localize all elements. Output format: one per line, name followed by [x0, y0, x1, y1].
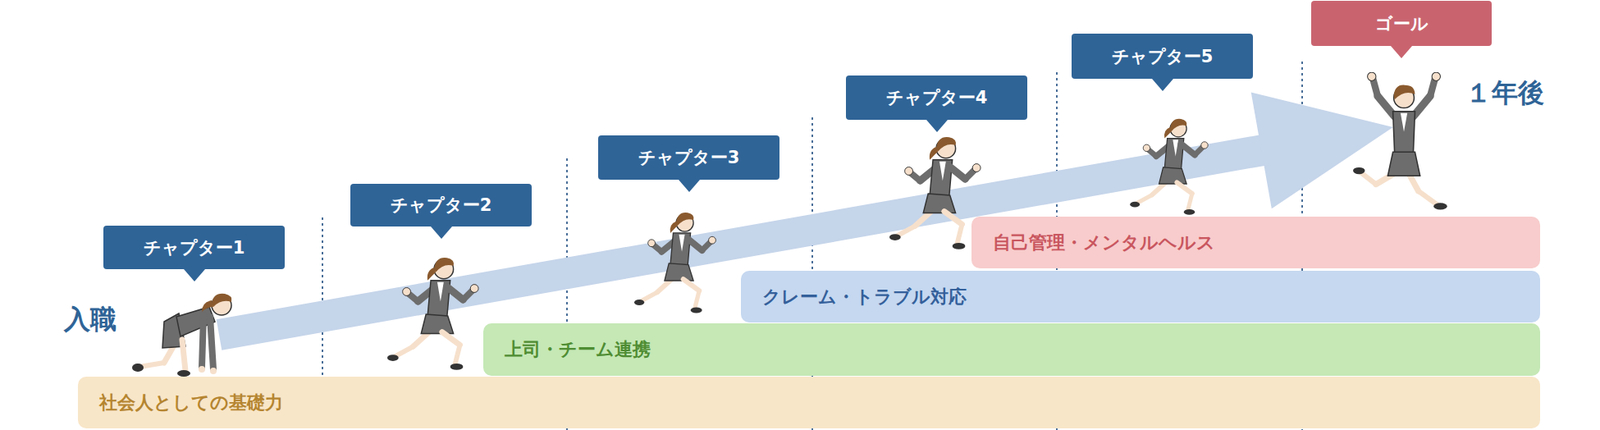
chapter-callout: チャプター5	[1071, 33, 1253, 79]
end-label: １年後	[1465, 75, 1545, 112]
callout-label: チャプター4	[886, 86, 988, 110]
band-label: 上司・チーム連携	[504, 337, 651, 362]
callout-pointer	[1152, 78, 1174, 92]
chapter-callout: チャプター2	[350, 183, 532, 227]
callout-pointer	[678, 179, 700, 192]
callout-label: チャプター3	[638, 146, 741, 170]
skill-band: クレーム・トラブル対応	[740, 270, 1541, 323]
callout-pointer	[183, 269, 206, 282]
callout-pointer	[1390, 45, 1413, 59]
callout-label: ゴール	[1375, 12, 1429, 36]
callout-pointer	[430, 226, 453, 239]
callout-pointer	[926, 119, 948, 133]
skill-band: 上司・チーム連携	[483, 323, 1541, 376]
callout-label: チャプター2	[390, 193, 493, 217]
chapter-callout: チャプター3	[598, 135, 780, 180]
chapter-callout: チャプター4	[845, 75, 1028, 120]
chapter-callout: チャプター1	[103, 225, 285, 270]
start-label: 入職	[64, 301, 117, 339]
callout-label: チャプター5	[1111, 45, 1214, 69]
band-label: 社会人としての基礎力	[99, 390, 284, 416]
goal-callout: ゴール	[1311, 0, 1492, 46]
band-label: クレーム・トラブル対応	[762, 284, 967, 310]
skill-band: 自己管理・メンタルヘルス	[971, 216, 1541, 269]
callout-label: チャプター1	[143, 236, 246, 260]
skill-band: 社会人としての基礎力	[77, 376, 1541, 429]
band-label: 自己管理・メンタルヘルス	[992, 230, 1216, 256]
